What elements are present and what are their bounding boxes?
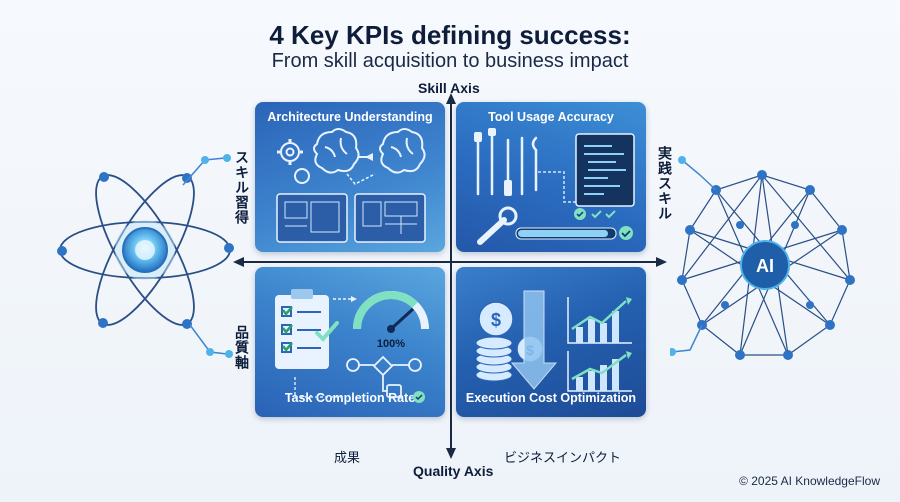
ai-label: AI bbox=[756, 256, 774, 276]
gauge-value: 100% bbox=[377, 338, 405, 350]
atom-icon bbox=[57, 154, 234, 358]
quadrant-execution-cost-optimization: Execution Cost Optimization $ $ bbox=[456, 267, 646, 417]
architecture-blueprint-icon bbox=[276, 128, 426, 243]
skill-acquisition-label: スキル習得 bbox=[234, 150, 250, 225]
copyright-text: © 2025 AI KnowledgeFlow bbox=[739, 474, 880, 488]
page-subtitle: From skill acquisition to business impac… bbox=[271, 50, 629, 72]
quality-axis-label: Quality Axis bbox=[413, 463, 494, 479]
business-impact-label: ビジネスインパクト bbox=[504, 450, 622, 465]
practical-skill-label: 実践スキル bbox=[657, 146, 673, 221]
tools-terminal-icon bbox=[474, 128, 635, 245]
quality-axis-jp-label: 品質軸 bbox=[234, 325, 250, 370]
ai-network-icon: AI bbox=[670, 156, 855, 360]
skill-axis-label: Skill Axis bbox=[418, 80, 480, 96]
quadrant-task-completion-rate: Task Completion Rate 100% bbox=[255, 267, 445, 417]
coins-charts-icon: $ $ bbox=[475, 290, 632, 392]
svg-text:$: $ bbox=[491, 310, 501, 330]
quadrant-title: Tool Usage Accuracy bbox=[488, 110, 614, 124]
checklist-gauge-icon: 100% bbox=[275, 289, 429, 403]
quadrant-title: Architecture Understanding bbox=[267, 110, 433, 124]
results-label: 成果 bbox=[334, 450, 361, 465]
quadrant-title: Execution Cost Optimization bbox=[465, 391, 637, 405]
page-title: 4 Key KPIs defining success: bbox=[269, 20, 631, 50]
quadrant-title: Task Completion Rate bbox=[284, 391, 416, 405]
quadrant-architecture-understanding: Architecture Understanding bbox=[255, 102, 445, 252]
quadrant-tool-usage-accuracy: Tool Usage Accuracy bbox=[456, 102, 646, 252]
